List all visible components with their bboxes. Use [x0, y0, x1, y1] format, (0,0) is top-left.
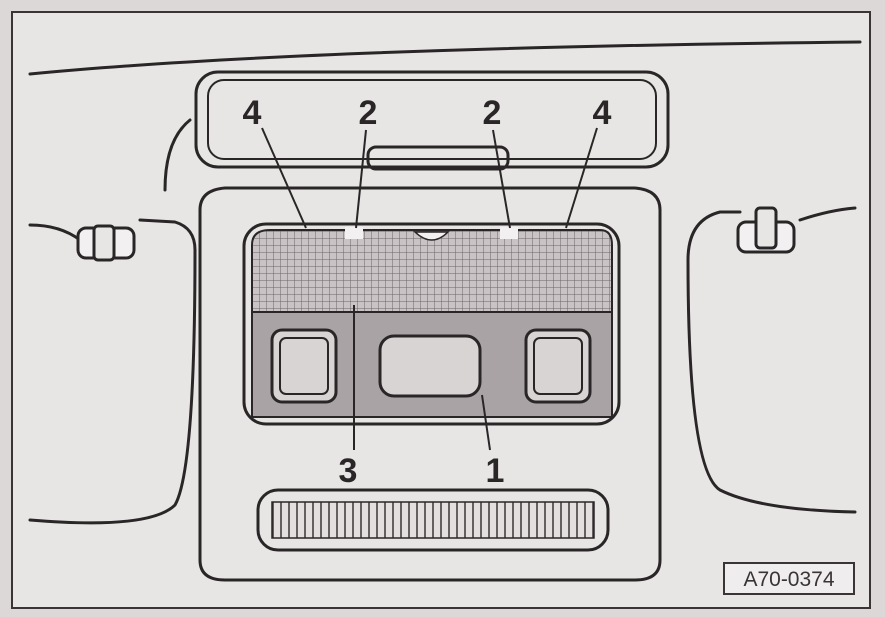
- figure-code: A70-0374: [743, 568, 834, 591]
- mirror-mount: [366, 145, 510, 171]
- left-clip: [345, 227, 363, 239]
- center-notch: [413, 231, 450, 241]
- callout-4-right: 4: [593, 94, 612, 132]
- right-sun-visor: [686, 210, 857, 514]
- callout-2-right: 2: [483, 94, 502, 132]
- left-sun-visor: [28, 218, 197, 525]
- right-reading-lamp[interactable]: [524, 328, 592, 404]
- console-contour: [163, 118, 192, 192]
- figure-code-box: [723, 562, 855, 595]
- right-visor-clip-hook: [754, 206, 778, 250]
- leader-line-4-right: [565, 127, 598, 229]
- left-visor-clip-hook: [92, 224, 116, 262]
- leader-line-4-left: [261, 127, 307, 229]
- lens-cover: [251, 229, 613, 313]
- interior-light-housing: [242, 222, 621, 426]
- leader-line-2-left: [355, 129, 367, 229]
- leader-line-1: [481, 394, 491, 451]
- right-lamp-lens: [533, 337, 583, 395]
- callout-2-left: 2: [359, 94, 378, 132]
- leader-line-2-right: [492, 129, 511, 229]
- left-lamp-lens: [279, 337, 329, 395]
- center-switch[interactable]: [378, 334, 482, 398]
- callout-1: 1: [486, 452, 505, 490]
- mirror-glass: [207, 79, 657, 160]
- callout-4-left: 4: [243, 94, 262, 132]
- roof-edge-line: [28, 40, 862, 76]
- right-visor-edge: [798, 206, 857, 222]
- callout-3: 3: [339, 452, 358, 490]
- right-clip: [500, 227, 518, 239]
- left-reading-lamp[interactable]: [270, 328, 338, 404]
- vent-frame: [256, 488, 610, 552]
- roof-console: [198, 186, 662, 582]
- rear-view-mirror: [194, 70, 670, 169]
- vent-grille: [271, 501, 595, 539]
